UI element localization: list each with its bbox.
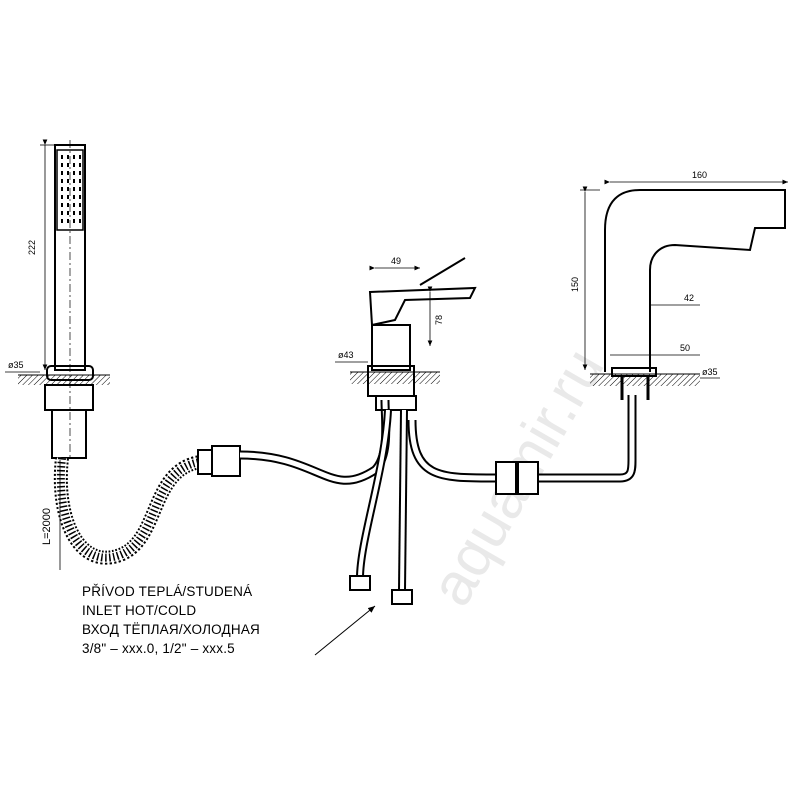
shower-nozzle-grid — [61, 155, 81, 223]
hand-shower — [18, 140, 110, 460]
nozzle-dot — [67, 195, 69, 199]
nozzle-dot — [61, 171, 63, 175]
nozzle-dot — [67, 171, 69, 175]
dim-spout-width-top: 42 — [684, 293, 694, 303]
flexible-hose — [53, 399, 391, 565]
note-line-sizes: 3/8" – xxx.0, 1/2" – xxx.5 — [82, 641, 235, 656]
note-line-russian: ВХОД ТЁПЛАЯ/ХОЛОДНАЯ — [82, 622, 261, 637]
spout — [590, 189, 786, 400]
dim-mixer-diameter: ø43 — [338, 350, 354, 360]
nozzle-dot — [73, 211, 75, 215]
nozzle-dot — [73, 179, 75, 183]
nozzle-dot — [67, 179, 69, 183]
nozzle-dot — [73, 155, 75, 159]
dimension-lines — [5, 139, 788, 656]
note-line-czech: PŘÍVOD TEPLÁ/STUDENÁ — [82, 584, 253, 599]
nozzle-dot — [61, 211, 63, 215]
nozzle-dot — [79, 219, 81, 223]
nozzle-dot — [79, 179, 81, 183]
nozzle-dot — [61, 163, 63, 167]
nozzle-dot — [73, 187, 75, 191]
inlet-note: PŘÍVOD TEPLÁ/STUDENÁ INLET HOT/COLD ВХОД… — [82, 582, 260, 658]
nozzle-dot — [67, 187, 69, 191]
dim-mixer-height: 78 — [434, 315, 444, 325]
nozzle-dot — [79, 187, 81, 191]
nozzle-dot — [67, 163, 69, 167]
nozzle-dot — [67, 211, 69, 215]
nozzle-dot — [67, 203, 69, 207]
dim-shower-height: 222 — [27, 240, 37, 255]
nozzle-dot — [79, 195, 81, 199]
dim-mixer-width: 49 — [391, 256, 401, 266]
dim-spout-height: 150 — [570, 277, 580, 292]
nozzle-dot — [67, 219, 69, 223]
nozzle-dot — [79, 203, 81, 207]
nozzle-dot — [73, 219, 75, 223]
spout-connection-pipe — [407, 395, 637, 495]
nozzle-dot — [73, 163, 75, 167]
dimension-labels: 222 ø35 L=2000 49 78 ø43 160 150 42 50 ø… — [8, 170, 718, 545]
nozzle-dot — [67, 155, 69, 159]
dim-spout-reach: 160 — [692, 170, 707, 180]
nozzle-dot — [79, 171, 81, 175]
nozzle-dot — [73, 171, 75, 175]
nozzle-dot — [61, 179, 63, 183]
nozzle-dot — [61, 219, 63, 223]
dim-spout-width-bottom: 50 — [680, 343, 690, 353]
nozzle-dot — [61, 155, 63, 159]
mixer-body — [349, 257, 477, 605]
dim-spout-diameter: ø35 — [702, 367, 718, 377]
note-line-english: INLET HOT/COLD — [82, 603, 197, 618]
nozzle-dot — [79, 211, 81, 215]
nozzle-dot — [61, 187, 63, 191]
nozzle-dot — [61, 195, 63, 199]
nozzle-dot — [79, 163, 81, 167]
dim-hose-length: L=2000 — [41, 508, 53, 545]
dim-shower-diameter: ø35 — [8, 360, 24, 370]
nozzle-dot — [73, 203, 75, 207]
nozzle-dot — [73, 195, 75, 199]
nozzle-dot — [79, 155, 81, 159]
nozzle-dot — [61, 203, 63, 207]
